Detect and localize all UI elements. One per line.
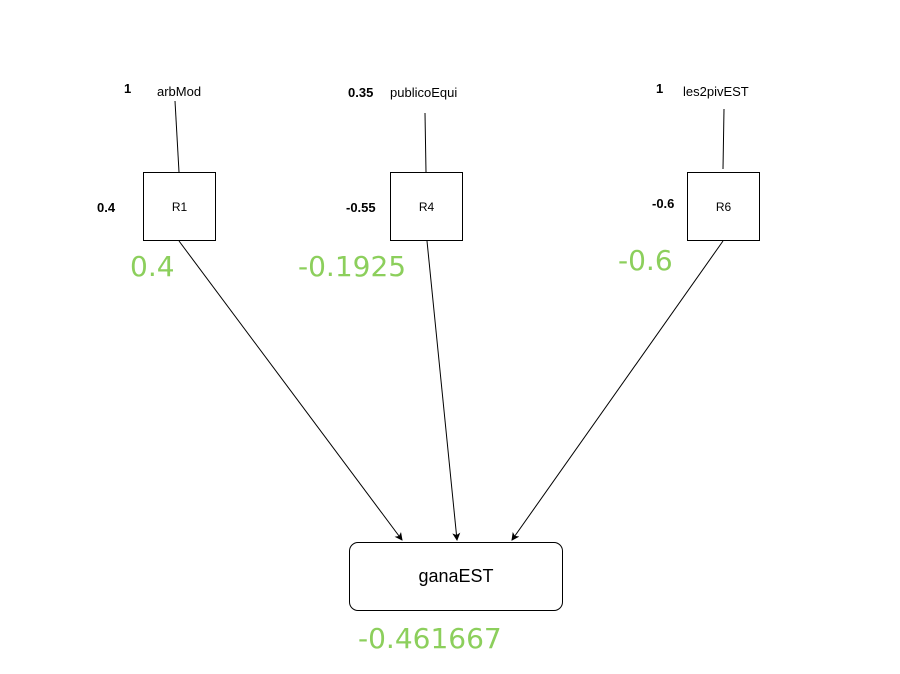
- output-result-ganaest: -0.461667: [358, 622, 502, 655]
- node-r4[interactable]: R4: [390, 172, 463, 241]
- node-weight-r1: 0.4: [97, 200, 116, 215]
- node-result-r6: -0.6: [618, 244, 673, 277]
- node-result-r4: -0.1925: [298, 250, 407, 283]
- arrow-r1-to-ganaest: [178, 240, 403, 541]
- input-label-les2pivest: les2pivEST: [683, 84, 749, 99]
- output-label-ganaest: ganaEST: [418, 566, 494, 586]
- input-label-publicoequi: publicoEqui: [390, 85, 458, 100]
- input-weight-publicoequi: 0.35: [348, 85, 374, 100]
- node-label-r6: R6: [715, 199, 732, 214]
- arrow-r6-to-ganaest: [511, 240, 724, 541]
- output-node-ganaest[interactable]: ganaEST: [349, 542, 563, 611]
- input-weight-arbmod: 1: [124, 81, 132, 96]
- input-weight-les2pivest: 1: [656, 81, 664, 96]
- input-line-publicoequi: [424, 112, 427, 173]
- arrow-r4-to-ganaest: [426, 240, 461, 541]
- node-label-r4: R4: [418, 199, 435, 214]
- node-label-r1: R1: [171, 199, 188, 214]
- node-result-r1: 0.4: [130, 250, 175, 283]
- input-label-arbmod: arbMod: [157, 84, 202, 99]
- input-line-les2pivest: [722, 108, 725, 170]
- node-r6[interactable]: R6: [687, 172, 760, 241]
- node-weight-r6: -0.6: [652, 196, 675, 211]
- node-r1[interactable]: R1: [143, 172, 216, 241]
- node-weight-r4: -0.55: [346, 200, 376, 215]
- input-line-arbmod: [174, 100, 180, 173]
